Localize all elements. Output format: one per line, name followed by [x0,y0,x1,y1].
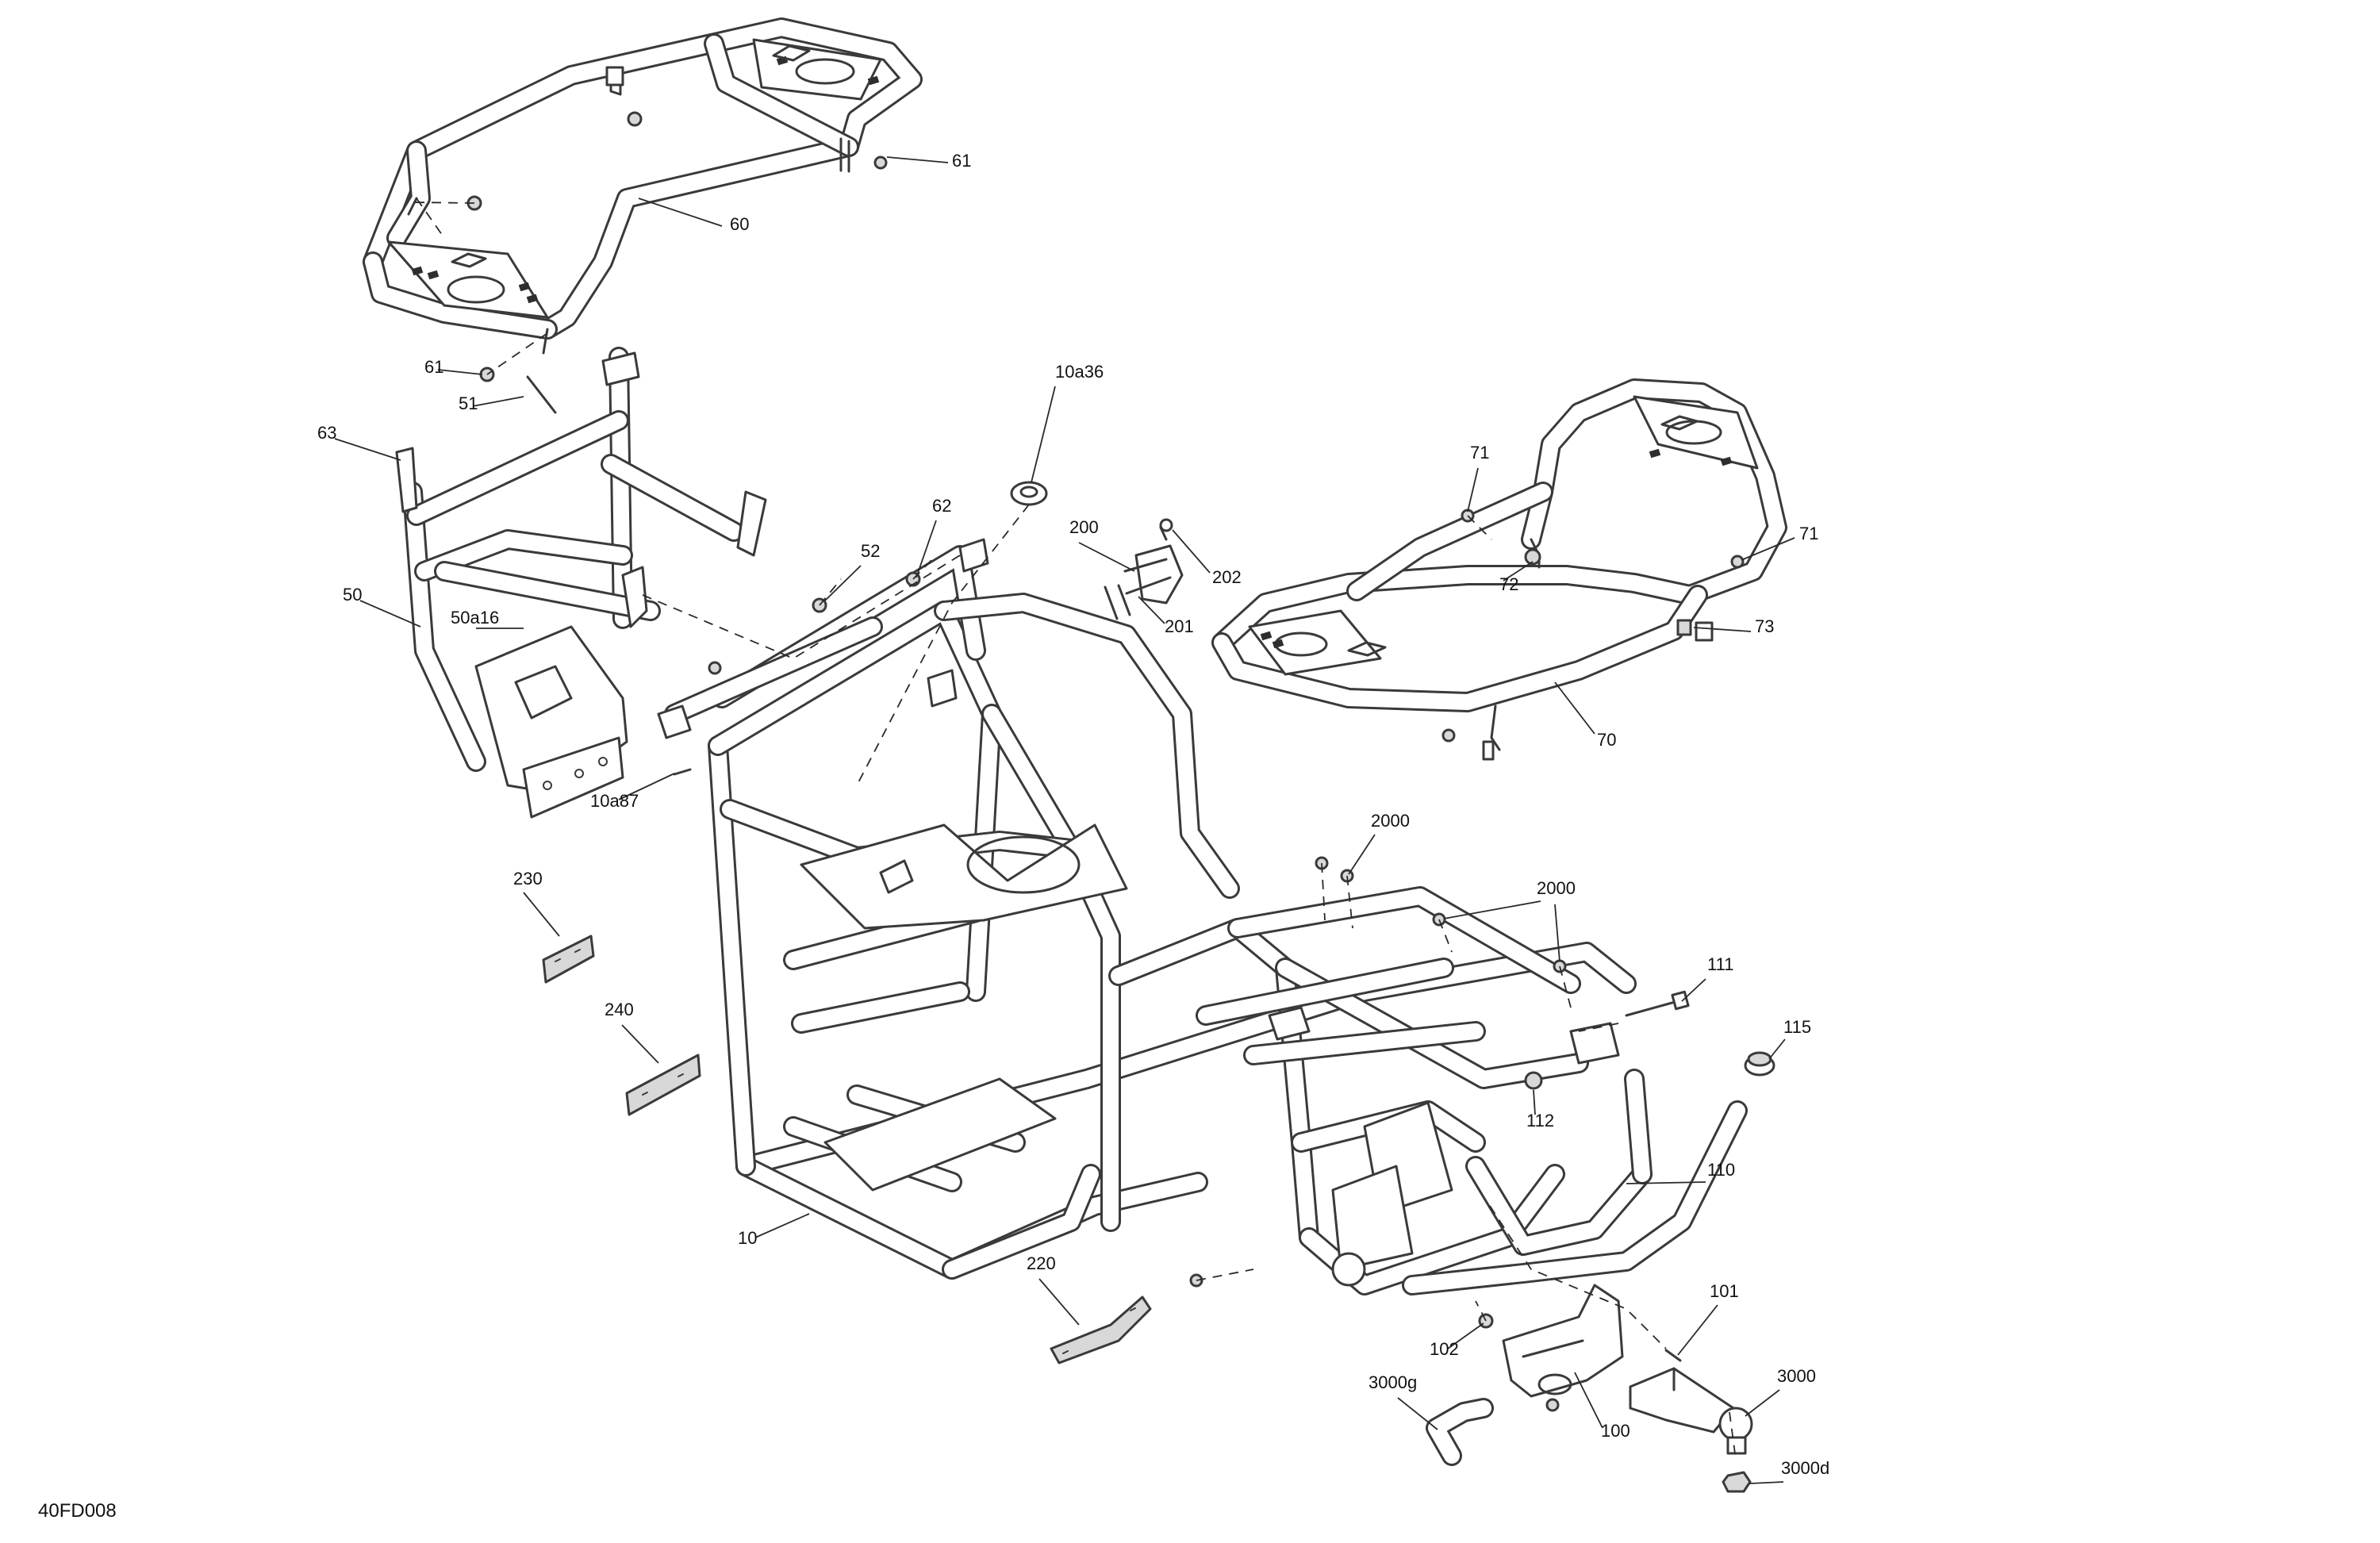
callout-50: 50 [343,585,362,605]
figure-id: 40FD008 [38,1500,117,1522]
callout-202: 202 [1212,567,1242,587]
callout-50a16: 50a16 [451,608,499,628]
callout-71: 71 [1470,443,1489,463]
callout-52: 52 [861,541,880,561]
guard-part-220 [1050,1295,1152,1365]
callout-73: 73 [1755,616,1774,636]
callout-63: 63 [317,423,336,443]
callout-3000d: 3000d [1781,1458,1829,1478]
front-rack-part-70 [1211,378,1787,761]
rear-frame-part-50 [395,347,767,819]
callout-111: 111 [1707,954,1733,974]
bolt-part-101 [1664,1349,1682,1362]
plug-part-115 [1744,1051,1775,1077]
callout-220: 220 [1027,1253,1056,1273]
bracket-part-200 [1123,544,1184,605]
main-frame-part-10 [657,538,1637,1295]
plate-part-240 [625,1054,701,1116]
pin-part-3000g [1426,1398,1494,1466]
callout-72: 72 [1499,574,1518,594]
callout-3000: 3000 [1777,1366,1816,1386]
callout-labels: 61 60 61 51 63 10a36 62 52 200 202 201 50 50a16 10a87… [317,151,1829,1478]
callout-101: 101 [1710,1281,1739,1301]
leader-lines [334,156,1795,1484]
callout-62: 62 [932,496,951,516]
bolts-part-201-202 [1104,518,1173,620]
callout-201: 201 [1165,616,1194,636]
callout-100: 100 [1601,1421,1630,1441]
callout-102: 102 [1430,1339,1459,1359]
nut-part-72 [1524,548,1541,566]
callout-230: 230 [513,869,543,889]
callout-240: 240 [605,1000,634,1019]
callout-2000: 2000 [1371,811,1410,831]
nut-part-112 [1524,1071,1543,1090]
callout-10a36: 10a36 [1055,362,1104,382]
nut-part-3000d [1722,1471,1752,1493]
callout-10: 10 [738,1228,757,1248]
plate-part-230 [542,935,595,984]
hitch-bracket-part-100 [1502,1284,1624,1398]
callout-110: 110 [1707,1160,1735,1180]
callout-2000: 2000 [1537,878,1576,898]
grommet-part-10a36 [1010,481,1048,506]
bolt-part-111 [1625,990,1690,1017]
callout-71: 71 [1799,524,1818,543]
callout-200: 200 [1069,517,1099,537]
rear-rack-part-60 [363,17,923,355]
callout-51: 51 [459,393,478,413]
callout-61: 61 [424,357,443,377]
callout-115: 115 [1783,1017,1811,1037]
callout-61: 61 [952,151,971,171]
callout-70: 70 [1597,730,1616,750]
callout-3000g: 3000g [1368,1372,1417,1392]
front-bumper-part-110 [1402,1069,1748,1295]
callout-10a87: 10a87 [590,791,639,811]
hitch-ball-part-3000 [1629,1367,1753,1455]
clip-part-73 [1676,619,1692,636]
callout-112: 112 [1526,1111,1554,1130]
callout-60: 60 [730,214,749,234]
